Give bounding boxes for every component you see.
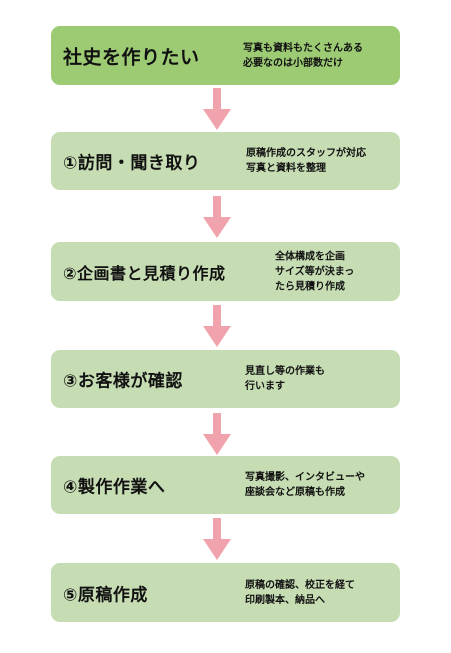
- step-title: ②企画書と見積り作成: [63, 263, 226, 283]
- step-title: ④製作作業へ: [63, 477, 166, 498]
- step-title: ③お客様が確認: [63, 371, 183, 392]
- flow-step-2: ②企画書と見積り作成 全体構成を企画 サイズ等が決まっ たら見積り作成: [51, 242, 400, 301]
- down-arrow-icon: [203, 305, 231, 347]
- flow-step-4: ④製作作業へ 写真撮影、インタビューや 座談会など原稿も作成: [51, 456, 400, 514]
- step-description-line: 見直し等の作業も: [245, 366, 325, 377]
- step-description: 見直し等の作業も 行います: [245, 364, 325, 394]
- step-description-line: 印刷製本、納品へ: [245, 594, 325, 606]
- step-description: 写真撮影、インタビューや 座談会など原稿も作成: [245, 470, 365, 500]
- flow-step-5: ⑤原稿作成 原稿の確認、校正を経て 印刷製本、納品へ: [51, 563, 400, 622]
- step-description-line: 必要なのは小部数だけ: [243, 57, 343, 69]
- step-title: ⑤原稿作成: [63, 585, 148, 605]
- down-arrow-icon: [203, 88, 231, 130]
- step-description-line: サイズ等が決まっ: [275, 266, 355, 277]
- step-description: 原稿作成のスタッフが対応 写真と資料を整理: [246, 146, 366, 176]
- step-description-line: 座談会など原稿も作成: [245, 487, 345, 498]
- step-description-line: 写真撮影、インタビューや: [245, 472, 365, 483]
- step-description-line: 写真も資料もたくさんある: [243, 42, 363, 54]
- step-description: 原稿の確認、校正を経て 印刷製本、納品へ: [245, 578, 355, 608]
- step-title: ①訪問・聞き取り: [63, 153, 201, 174]
- step-description-line: 全体構成を企画: [275, 251, 345, 262]
- flow-step-start: 社史を作りたい 写真も資料もたくさんある 必要なのは小部数だけ: [51, 26, 400, 85]
- step-title: 社史を作りたい: [63, 46, 200, 68]
- flow-step-1: ①訪問・聞き取り 原稿作成のスタッフが対応 写真と資料を整理: [51, 132, 400, 190]
- flow-step-3: ③お客様が確認 見直し等の作業も 行います: [51, 350, 400, 408]
- step-description-line: 原稿の確認、校正を経て: [245, 579, 355, 591]
- down-arrow-icon: [203, 518, 231, 560]
- step-description-line: 写真と資料を整理: [246, 163, 326, 174]
- step-description: 写真も資料もたくさんある 必要なのは小部数だけ: [243, 41, 363, 71]
- step-description: 全体構成を企画 サイズ等が決まっ たら見積り作成: [275, 249, 354, 294]
- step-description-line: たら見積り作成: [275, 281, 345, 292]
- down-arrow-icon: [203, 413, 231, 455]
- step-description-line: 原稿作成のスタッフが対応: [246, 148, 366, 159]
- down-arrow-icon: [203, 196, 231, 238]
- step-description-line: 行います: [245, 381, 285, 392]
